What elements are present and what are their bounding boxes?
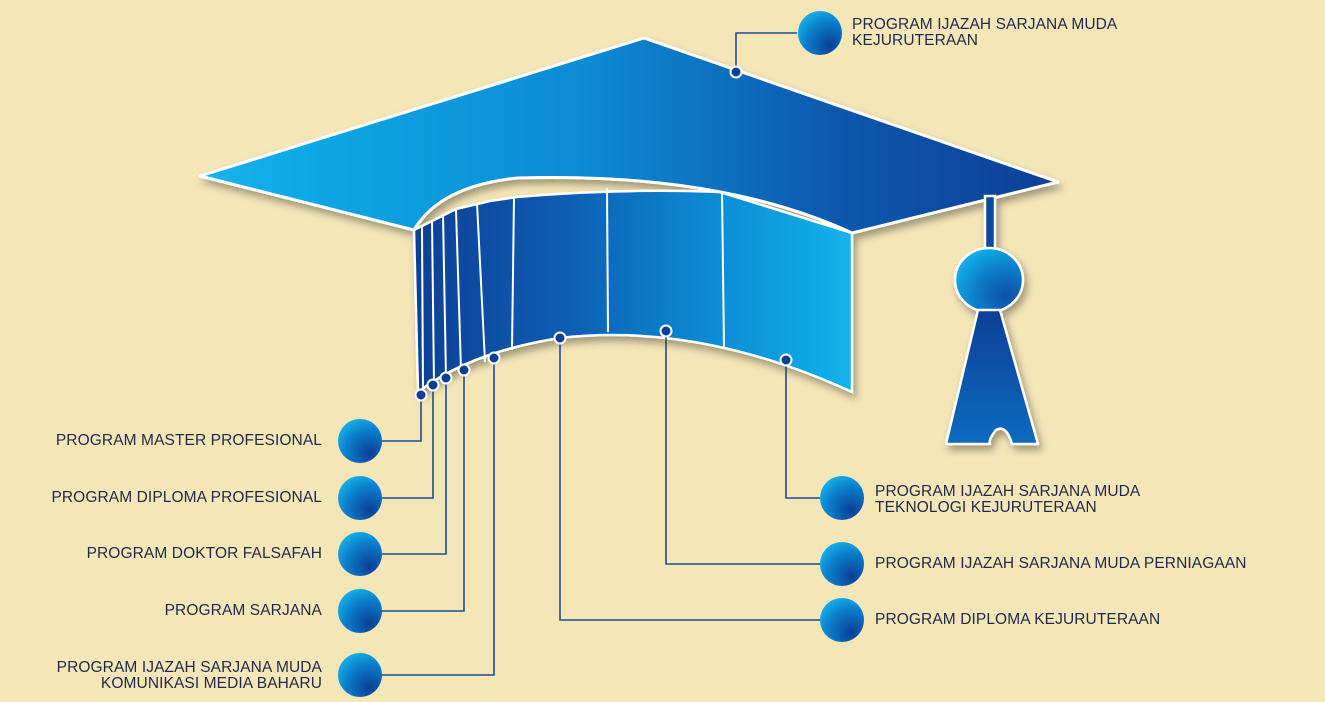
label-left-4-line-1: PROGRAM SARJANA — [164, 602, 322, 619]
label-left-3-line-1: PROGRAM DOKTOR FALSAFAH — [86, 545, 322, 562]
dot-right-2 — [659, 324, 673, 338]
connector-right-1 — [785, 360, 820, 499]
dot-top — [729, 65, 743, 79]
connector-left-2 — [382, 385, 434, 499]
cap-pleats — [421, 187, 725, 395]
bullet-top — [798, 11, 842, 55]
bullet-right-2-disc — [820, 542, 864, 586]
label-left-5-line-1: PROGRAM IJAZAH SARJANA MUDA — [56, 659, 322, 676]
label-right-1-line-1: PROGRAM IJAZAH SARJANA MUDA — [875, 483, 1141, 500]
program-bullets — [338, 11, 864, 697]
bullet-left-1-disc — [338, 419, 382, 463]
label-left-1: PROGRAM MASTER PROFESIONAL — [56, 433, 322, 449]
label-right-1-line-2: TEKNOLOGI KEJURUTERAAN — [875, 499, 1097, 516]
connector-left-4 — [382, 370, 465, 612]
bullet-right-3-disc — [820, 598, 864, 642]
label-left-1-line-1: PROGRAM MASTER PROFESIONAL — [55, 432, 322, 449]
dot-left-5 — [487, 351, 501, 365]
bullet-left-4-disc — [338, 589, 382, 633]
dot-right-1 — [779, 353, 793, 367]
bullet-right-2 — [820, 542, 864, 586]
bullet-left-2 — [338, 476, 382, 520]
bullet-left-5-disc — [338, 653, 382, 697]
label-left-4: PROGRAM SARJANA — [165, 603, 322, 619]
bullet-left-3-disc — [338, 532, 382, 576]
cap-group — [198, 36, 1060, 446]
connector-left-3 — [382, 378, 447, 555]
bullet-left-1 — [338, 419, 382, 463]
label-top-line-2: KEJURUTERAAN — [852, 32, 979, 49]
dot-left-4 — [457, 363, 471, 377]
bullet-top-disc — [798, 11, 842, 55]
connector-lines — [382, 32, 820, 676]
connector-left-5 — [382, 358, 495, 676]
label-top-line-1: PROGRAM IJAZAH SARJANA MUDA — [852, 16, 1118, 33]
label-right-3-line-1: PROGRAM DIPLOMA KEJURUTERAAN — [875, 611, 1161, 628]
bullet-left-3 — [338, 532, 382, 576]
connector-top — [735, 32, 797, 72]
dot-left-1 — [414, 388, 428, 402]
label-right-2: PROGRAM IJAZAH SARJANA MUDA PERNIAGAAN — [875, 556, 1247, 572]
dot-left-2 — [426, 378, 440, 392]
label-left-3: PROGRAM DOKTOR FALSAFAH — [87, 546, 322, 562]
bullet-left-4 — [338, 589, 382, 633]
bullet-left-5 — [338, 653, 382, 697]
connector-dots — [414, 65, 793, 402]
bullet-left-2-disc — [338, 476, 382, 520]
label-left-5-line-2: KOMUNIKASI MEDIA BAHARU — [100, 675, 322, 692]
bullet-right-1 — [820, 476, 864, 520]
label-right-2-line-1: PROGRAM IJAZAH SARJANA MUDA PERNIAGAAN — [875, 555, 1247, 572]
dot-right-3 — [553, 331, 567, 345]
tassel-fringe — [944, 308, 1040, 446]
tassel-cord — [983, 194, 997, 254]
label-right-3: PROGRAM DIPLOMA KEJURUTERAAN — [875, 612, 1160, 628]
connector-left-1 — [382, 395, 422, 442]
bullet-right-3 — [820, 598, 864, 642]
connector-right-2 — [665, 331, 820, 565]
dot-left-3 — [439, 371, 453, 385]
tassel-knot — [953, 246, 1025, 314]
label-left-2: PROGRAM DIPLOMA PROFESIONAL — [51, 490, 322, 506]
connector-right-3 — [559, 338, 820, 621]
label-left-2-line-1: PROGRAM DIPLOMA PROFESIONAL — [51, 489, 322, 506]
cap-board — [198, 36, 1060, 235]
bullet-right-1-disc — [820, 476, 864, 520]
